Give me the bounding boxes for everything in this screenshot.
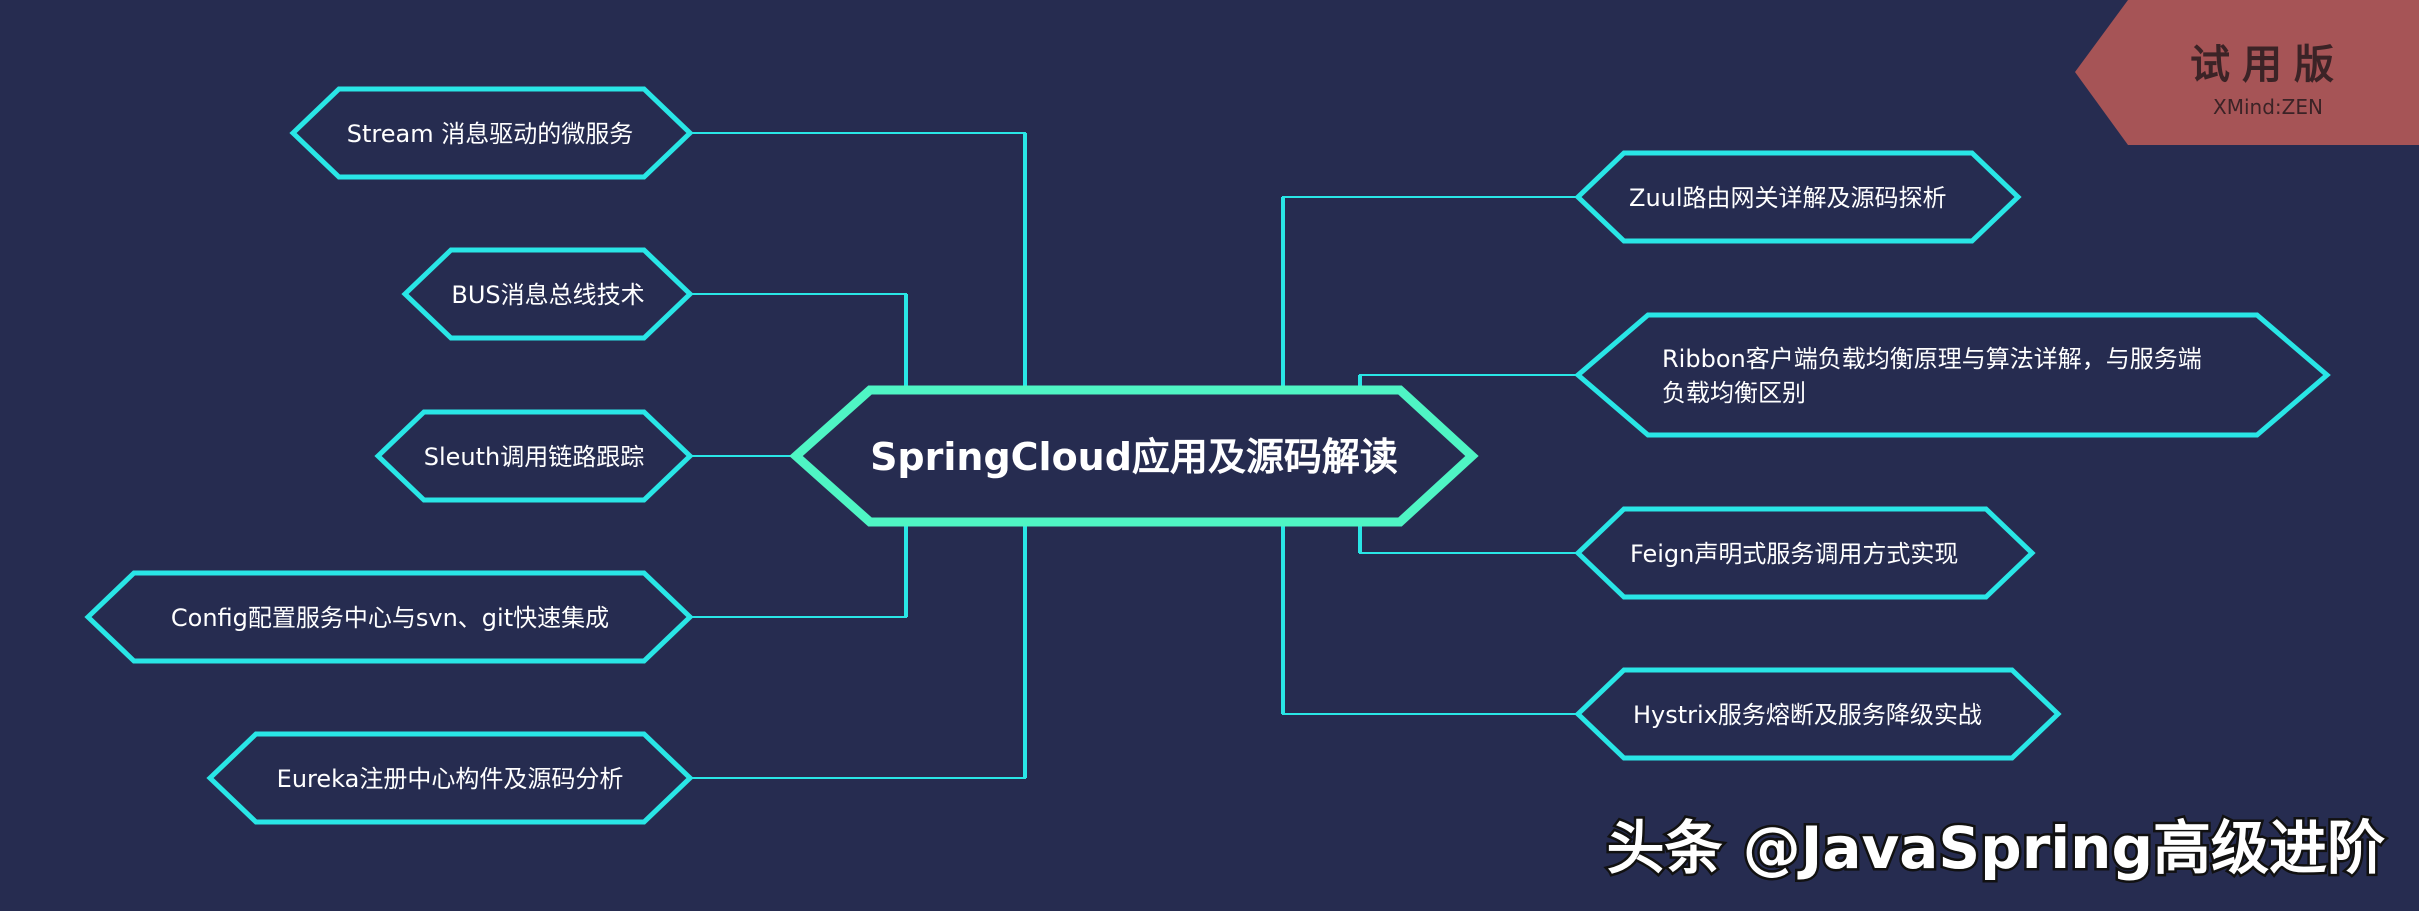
trial-badge-subtitle: XMind:ZEN	[2213, 95, 2323, 119]
central-topic-label: SpringCloud应用及源码解读	[870, 435, 1398, 479]
branch-node-shape	[1574, 667, 2062, 761]
branch-node-label: Feign声明式服务调用方式实现	[1630, 540, 1958, 568]
connector-line	[1282, 522, 1578, 715]
branch-node-label: Sleuth调用链路跟踪	[424, 443, 645, 471]
branch-node-shape	[206, 731, 694, 825]
connector-line	[690, 522, 907, 618]
central-topic-shape	[789, 385, 1479, 527]
branch-node-feign[interactable]: Feign声明式服务调用方式实现	[1574, 506, 2036, 600]
branch-node-label: Ribbon客户端负载均衡原理与算法详解，与服务端	[1662, 345, 2202, 373]
connector-line	[690, 293, 907, 390]
branch-node-eureka[interactable]: Eureka注册中心构件及源码分析	[206, 731, 694, 825]
connector-line	[690, 522, 1026, 779]
branch-node-label: Stream 消息驱动的微服务	[347, 120, 633, 148]
branch-node-sleuth[interactable]: Sleuth调用链路跟踪	[374, 409, 694, 503]
branch-node-config[interactable]: Config配置服务中心与svn、git快速集成	[84, 570, 694, 664]
branch-node-zuul[interactable]: Zuul路由网关详解及源码探析	[1574, 150, 2022, 244]
connector-line	[1282, 196, 1578, 390]
branch-node-label: BUS消息总线技术	[451, 281, 644, 309]
branch-node-label: Hystrix服务熔断及服务降级实战	[1633, 701, 1982, 729]
connector-line	[1359, 522, 1578, 554]
watermark-text: 头条 @JavaSpring高级进阶	[1607, 814, 2385, 882]
trial-badge: 试用版 XMind:ZEN	[2075, 0, 2419, 145]
connector-lines	[690, 132, 1578, 779]
branch-node-label: Config配置服务中心与svn、git快速集成	[171, 604, 609, 632]
branch-node-shape	[374, 409, 694, 503]
branch-node-shape	[1574, 150, 2022, 244]
trial-badge-title: 试用版	[2190, 42, 2346, 88]
branch-node-shape	[1574, 312, 2331, 438]
connector-line	[690, 132, 1026, 390]
branch-node-shape	[289, 86, 694, 180]
branch-node-bus[interactable]: BUS消息总线技术	[401, 247, 694, 341]
trial-badge-shape	[2075, 0, 2419, 145]
central-topic[interactable]: SpringCloud应用及源码解读	[789, 385, 1479, 527]
branch-node-shape	[1574, 506, 2036, 600]
branch-node-shape	[84, 570, 694, 664]
branch-node-label: Eureka注册中心构件及源码分析	[277, 765, 624, 793]
branch-nodes: Stream 消息驱动的微服务 BUS消息总线技术 Sleuth调用链路跟踪 Conf…	[84, 86, 2331, 825]
branch-node-stream[interactable]: Stream 消息驱动的微服务	[289, 86, 694, 180]
branch-node-shape	[401, 247, 694, 341]
branch-node-label: Zuul路由网关详解及源码探析	[1629, 184, 1947, 212]
branch-node-label: 负载均衡区别	[1662, 379, 1806, 407]
branch-node-hystrix[interactable]: Hystrix服务熔断及服务降级实战	[1574, 667, 2062, 761]
